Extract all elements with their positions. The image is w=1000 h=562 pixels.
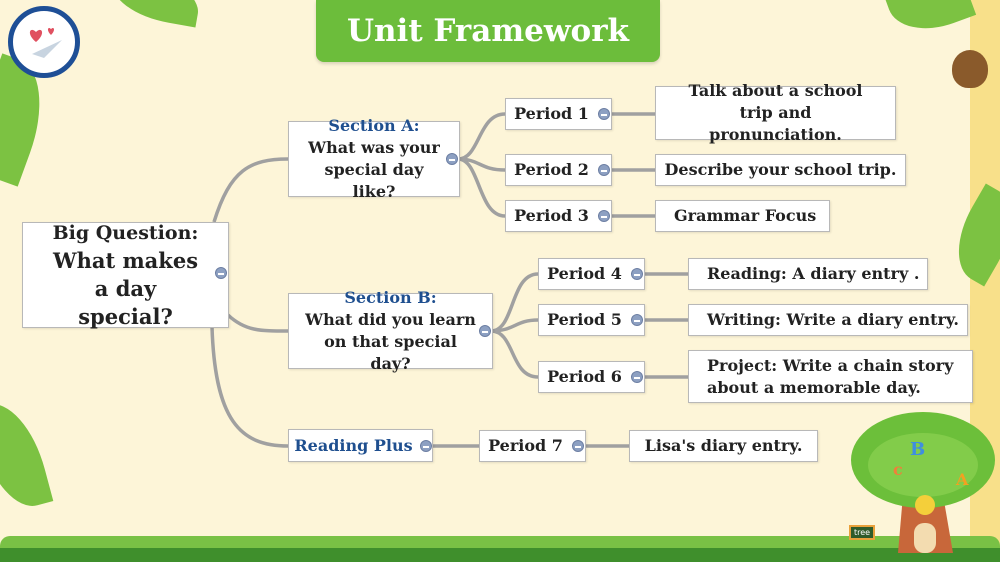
collapse-toggle[interactable]	[598, 108, 610, 120]
desc-text: Writing: Write a diary entry.	[707, 310, 959, 329]
svg-text:A: A	[955, 470, 969, 489]
section-label: Section A:	[328, 116, 420, 135]
collapse-toggle[interactable]	[446, 153, 458, 165]
heart-plane-icon	[29, 27, 62, 58]
connector	[490, 272, 539, 333]
desc-text: Reading: A diary entry .	[707, 264, 920, 283]
desc-text: Talk about a school trip and pronunciati…	[688, 81, 863, 144]
period-label: Period 5	[547, 310, 622, 329]
period-3-desc[interactable]: Grammar Focus	[655, 200, 830, 232]
section-label: Section B:	[344, 288, 437, 307]
section-question: What did you learn on that special day?	[305, 310, 476, 373]
collapse-toggle[interactable]	[572, 440, 584, 452]
root-label: Big Question:	[52, 222, 199, 244]
collapse-toggle[interactable]	[631, 371, 643, 383]
connector	[490, 318, 539, 333]
period-4-node[interactable]: Period 4	[538, 258, 645, 290]
connector	[490, 329, 539, 379]
period-5-desc[interactable]: Writing: Write a diary entry.	[688, 304, 968, 336]
connector	[226, 313, 289, 333]
period-1-desc[interactable]: Talk about a school trip and pronunciati…	[655, 81, 896, 144]
period-6-desc[interactable]: Project: Write a chain story about a mem…	[688, 350, 973, 403]
period-label: Period 2	[514, 160, 589, 179]
period-2-node[interactable]: Period 2	[505, 154, 612, 186]
period-7-node[interactable]: Period 7	[479, 430, 586, 462]
svg-text:c: c	[893, 460, 903, 479]
period-4-desc[interactable]: Reading: A diary entry .	[688, 258, 928, 290]
desc-text: Grammar Focus	[674, 206, 817, 225]
section-b-node[interactable]: Section B: What did you learn on that spe…	[288, 288, 493, 373]
desc-text: Project: Write a chain story about a mem…	[707, 355, 954, 397]
section-question: What was your special day like?	[308, 138, 440, 201]
reading-plus-node[interactable]: Reading Plus	[288, 429, 433, 462]
connector	[210, 326, 289, 448]
desc-text: Describe your school trip.	[664, 160, 897, 179]
collapse-toggle[interactable]	[479, 325, 491, 337]
root-question: What makes a day special?	[52, 248, 199, 329]
connector	[457, 157, 506, 218]
period-label: Period 3	[514, 206, 589, 225]
tree-icon: c B A	[851, 412, 995, 553]
period-2-desc[interactable]: Describe your school trip.	[655, 154, 906, 186]
collapse-toggle[interactable]	[631, 268, 643, 280]
root-node[interactable]: Big Question: What makes a day special?	[22, 222, 229, 329]
section-a-node[interactable]: Section A: What was your special day like…	[288, 116, 460, 201]
connector	[457, 112, 506, 161]
connector	[212, 157, 289, 223]
period-label: Period 7	[488, 436, 563, 455]
section-label: Reading Plus	[294, 435, 413, 455]
period-label: Period 1	[514, 104, 589, 123]
owl-icon	[952, 50, 988, 88]
tree-sign: tree	[849, 525, 876, 540]
collapse-toggle[interactable]	[215, 267, 227, 279]
period-1-node[interactable]: Period 1	[505, 98, 612, 130]
period-7-desc[interactable]: Lisa's diary entry.	[629, 430, 818, 462]
period-label: Period 6	[547, 367, 622, 386]
period-6-node[interactable]: Period 6	[538, 361, 645, 393]
desc-text: Lisa's diary entry.	[644, 436, 803, 455]
period-5-node[interactable]: Period 5	[538, 304, 645, 336]
collapse-toggle[interactable]	[598, 210, 610, 222]
page-title: Unit Framework	[316, 0, 660, 62]
period-3-node[interactable]: Period 3	[505, 200, 612, 232]
collapse-toggle[interactable]	[631, 314, 643, 326]
logo	[8, 6, 80, 78]
grass	[0, 548, 1000, 562]
svg-text:B: B	[910, 439, 925, 460]
collapse-toggle[interactable]	[420, 440, 432, 452]
period-label: Period 4	[547, 264, 622, 283]
collapse-toggle[interactable]	[598, 164, 610, 176]
